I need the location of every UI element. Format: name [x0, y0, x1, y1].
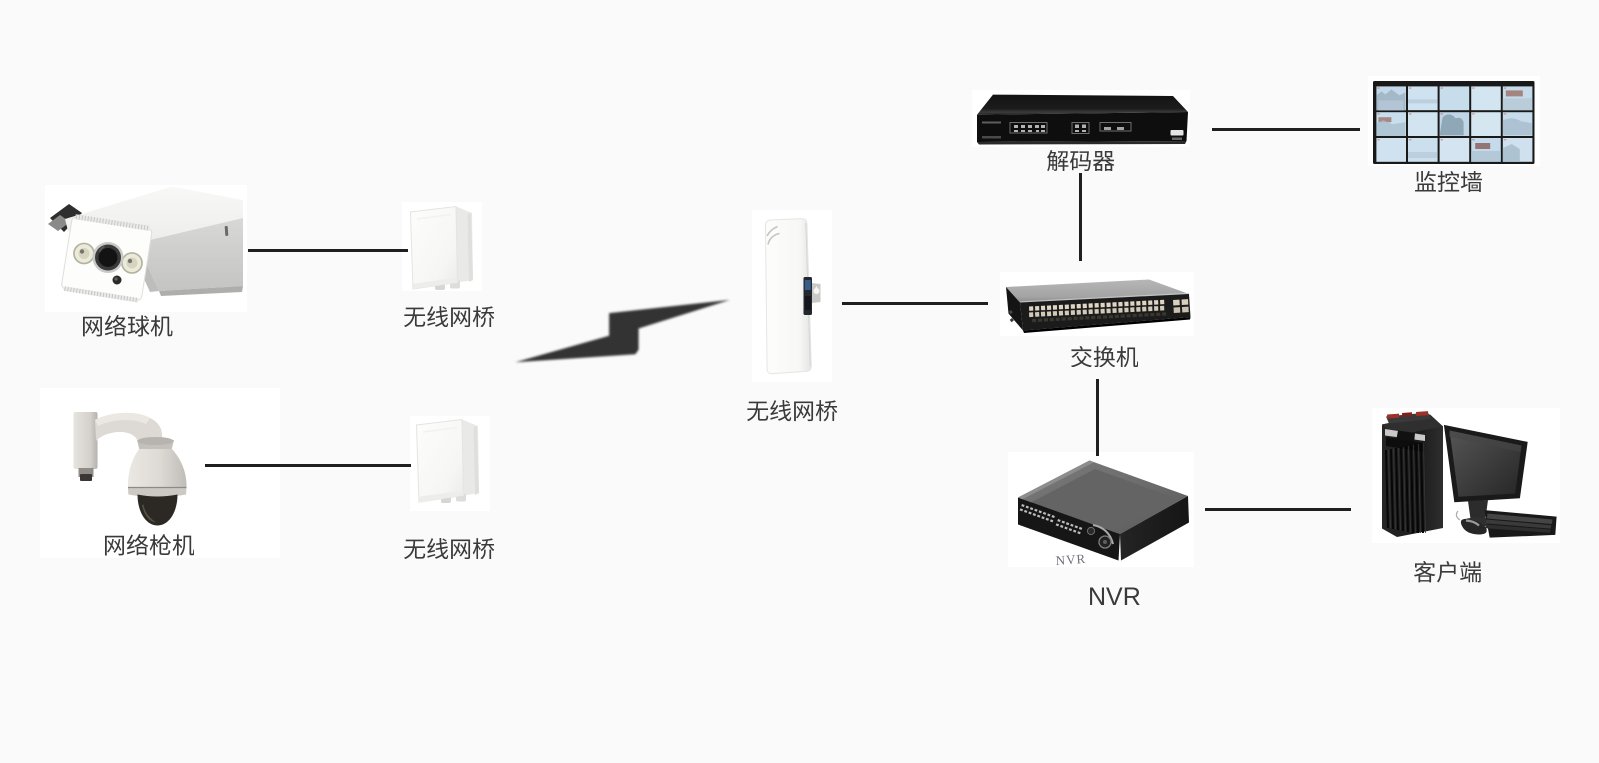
svg-text:NVR: NVR: [1055, 551, 1086, 568]
